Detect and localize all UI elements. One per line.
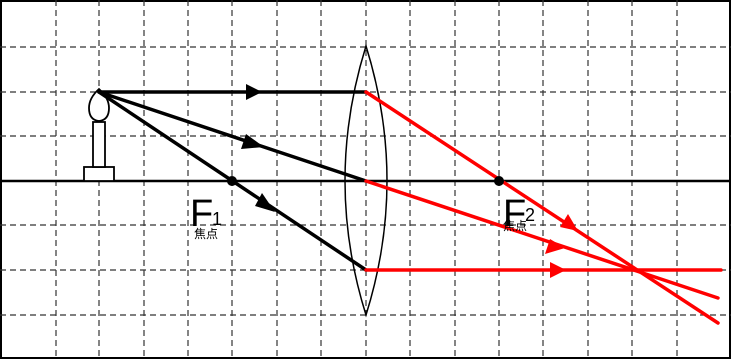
candle-base bbox=[83, 166, 115, 182]
f1-caption: 焦点 bbox=[194, 227, 218, 241]
arrowhead-center bbox=[241, 134, 264, 149]
focal-label-f2: F 2 焦点 bbox=[503, 193, 535, 235]
incident-ray-center bbox=[97, 90, 368, 183]
refracted-arrowheads bbox=[545, 214, 578, 278]
refracted-rays bbox=[364, 90, 723, 325]
arrowhead-focal bbox=[255, 193, 275, 212]
focal-point-f1-dot bbox=[227, 176, 237, 186]
arrowhead-parallel bbox=[246, 84, 262, 100]
refracted-ray-straight bbox=[364, 179, 720, 300]
f1-letter: F bbox=[190, 193, 213, 235]
candle-body bbox=[92, 121, 106, 168]
f2-caption: 焦点 bbox=[503, 219, 527, 233]
refracted-ray-through-f2 bbox=[364, 90, 720, 325]
arrowhead-refracted-3 bbox=[550, 262, 566, 278]
arrowhead-refracted-2 bbox=[545, 239, 565, 254]
f1-subscript: 1 bbox=[212, 209, 222, 229]
incident-arrowheads bbox=[241, 84, 275, 212]
f2-letter: F bbox=[503, 193, 526, 235]
candle-object bbox=[83, 87, 115, 182]
focal-point-f2-dot bbox=[494, 176, 504, 186]
focal-label-f1: F 1 焦点 bbox=[190, 193, 222, 241]
arrowhead-refracted-1 bbox=[560, 214, 578, 231]
f2-subscript: 2 bbox=[525, 205, 535, 225]
convex-lens bbox=[344, 43, 388, 318]
